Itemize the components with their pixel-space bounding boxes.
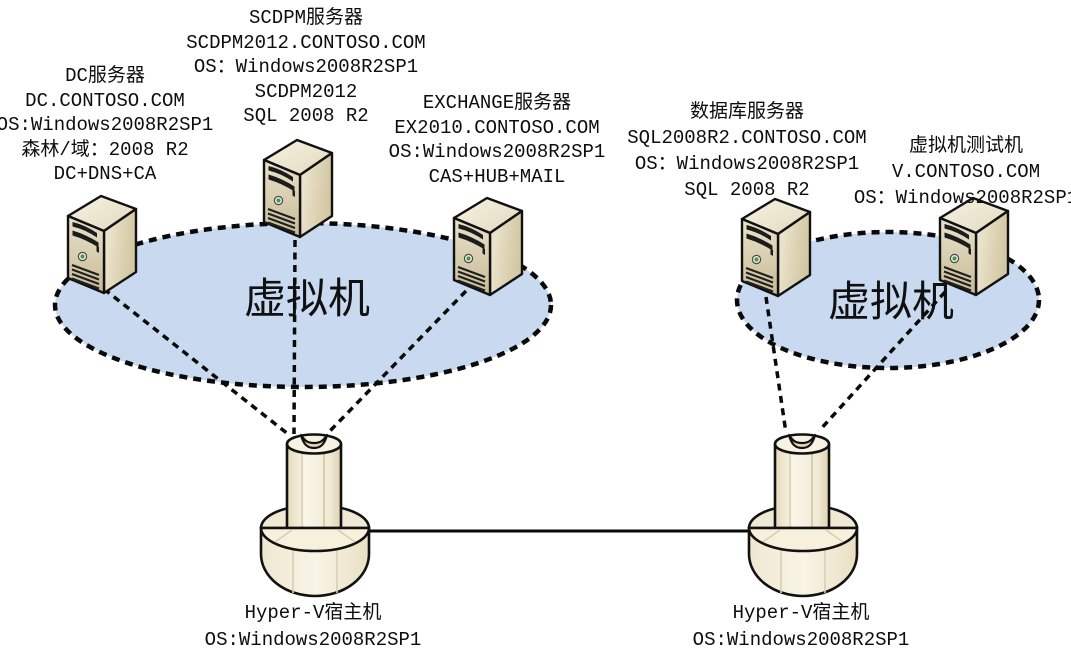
server-name: 虚拟机测试机 xyxy=(908,135,1024,157)
server-fqdn: DC.CONTOSO.COM xyxy=(25,89,185,112)
connector-vmtest-to-right-host xyxy=(817,290,947,433)
server-os: OS:Windows2008R2SP1 xyxy=(388,141,606,163)
hyperv-host-icon-left xyxy=(257,432,373,598)
server-roles: CAS+HUB+MAIL xyxy=(428,165,566,188)
server-name: EXCHANGE服务器 xyxy=(422,92,572,114)
host-name: Hyper-V宿主机 xyxy=(244,602,382,624)
server-label-database: 数据库服务器 SQL2008R2.CONTOSO.COM OS：Windows2… xyxy=(627,99,866,203)
host-name: Hyper-V宿主机 xyxy=(732,602,870,624)
server-name: SCDPM服务器 xyxy=(248,7,364,29)
server-tower-icon-database xyxy=(734,196,816,298)
host-os: OS:Windows2008R2SP1 xyxy=(692,629,910,651)
server-label-dc: DC服务器 DC.CONTOSO.COM OS:Windows2008R2SP1… xyxy=(0,64,213,187)
server-os: OS：Windows2008R2SP1 xyxy=(634,153,860,175)
server-forest: 森林/域：2008 R2 xyxy=(21,138,189,161)
server-os: OS:Windows2008R2SP1 xyxy=(0,114,214,136)
server-tower-icon-exchange xyxy=(446,195,528,297)
server-label-scdpm: SCDPM服务器 SCDPM2012.CONTOSO.COM OS：Window… xyxy=(186,6,425,129)
host-label-left: Hyper-V宿主机 OS:Windows2008R2SP1 xyxy=(205,600,422,653)
connector-database-to-right-host xyxy=(764,296,788,434)
server-label-vmtest: 虚拟机测试机 V.CONTOSO.COM OS：Windows2008R2SP1 xyxy=(854,133,1071,211)
server-fqdn: EX2010.CONTOSO.COM xyxy=(394,116,600,139)
server-tower-icon-dc xyxy=(60,193,142,295)
host-os: OS:Windows2008R2SP1 xyxy=(204,629,422,651)
server-roles: DC+DNS+CA xyxy=(53,163,157,185)
host-label-right: Hyper-V宿主机 OS:Windows2008R2SP1 xyxy=(693,600,910,653)
server-software: SQL 2008 R2 xyxy=(684,179,810,201)
server-label-exchange: EXCHANGE服务器 EX2010.CONTOSO.COM OS:Window… xyxy=(389,91,606,189)
server-os: OS：Windows2008R2SP1 xyxy=(193,56,419,78)
server-software: SCDPM2012 xyxy=(254,80,358,103)
vm-pool-label-left: 虚拟机 xyxy=(244,277,370,326)
connector-exchange-to-left-host xyxy=(326,289,468,435)
connector-dc-to-left-host xyxy=(102,287,290,436)
server-software: SQL 2008 R2 xyxy=(243,105,369,127)
server-os: OS：Windows2008R2SP1 xyxy=(853,187,1071,209)
server-fqdn: SQL2008R2.CONTOSO.COM xyxy=(627,127,867,149)
hyperv-host-icon-right xyxy=(745,432,861,598)
server-fqdn: SCDPM2012.CONTOSO.COM xyxy=(186,31,426,54)
server-tower-icon-scdpm xyxy=(256,137,338,239)
server-name: DC服务器 xyxy=(65,65,145,87)
server-fqdn: V.CONTOSO.COM xyxy=(891,161,1041,183)
server-name: 数据库服务器 xyxy=(689,101,805,123)
